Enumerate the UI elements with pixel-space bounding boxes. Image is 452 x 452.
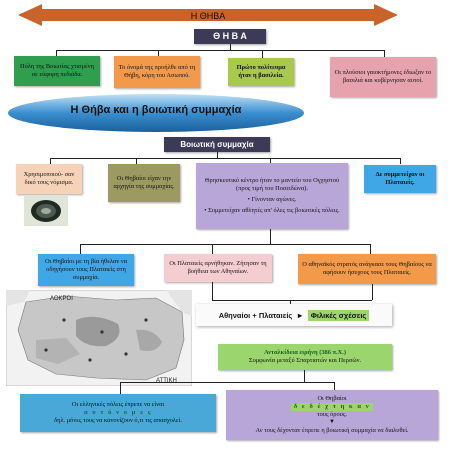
connector [290,300,291,304]
athletes-text: • Συμμετείχαν αθλητές απ' όλες τις βοιωτ… [204,207,340,214]
thebes-title-box: Θ Η Β Α [194,29,266,44]
fertile-plain-text: Πόλη της Βοιωτίας χτισμένη σε εύφορη πεδ… [20,63,94,78]
banner-title: Η Θήβα και η βοιωτική συμμαχία [70,104,242,116]
connector [334,382,335,390]
connector [80,244,81,254]
connector [50,158,400,159]
alliance-title: Βοιωτική συμμαχία [180,139,254,149]
peace-subtitle: Συμφωνία μεταξύ Σπαρτιατών και Περσών. [248,357,362,364]
plataeans-absent-text: Δε συμμετείχαν οι Πλαταιείς. [375,171,425,186]
leadership-box: Οι Θηβαίοι είχαν την αρχηγία της συμμαχί… [108,164,180,202]
connector [56,50,384,51]
connector [270,229,271,244]
connector [304,370,305,382]
connector [158,50,159,56]
name-origin-box: Το όνομά της προήλθε από τη Θήβη, κόρη τ… [114,56,200,88]
peace-box: Ανταλκίδεια ειρήνη (386 π.Χ.) Συμφωνία μ… [218,344,392,370]
connector [50,158,51,164]
connector [56,50,57,56]
connector [212,244,213,254]
first-regime-box: Πρώτο πολίτευμα ήταν η βασιλεία. [228,58,294,86]
connector [120,382,121,394]
thebans-refused-line1: Οι Θηβαίοι [317,395,347,403]
connector [120,382,334,383]
coin-box: Χρησιμοποιού- σαν δικό τους νόμισμα. [16,164,82,194]
peace-title: Ανταλκίδεια ειρήνη (386 π.Χ.) [264,349,346,356]
connector [384,50,385,57]
map-label-attica: ΑΤΤΙΚΗ [156,378,177,384]
athenian-army-text: Ο αθηναϊκός στρατός ανάγκασε τους Θηβαίο… [302,261,432,276]
thebans-refused-word: δ ε δ έ χ τ η κ α ν [290,403,374,412]
religious-center-box: Θρησκευτικό κέντρο ήταν το μαντείο του Ο… [196,163,348,229]
athenian-army-box: Ο αθηναϊκός στρατός ανάγκασε τους Θηβαίο… [298,254,436,284]
refused-box: Οι Πλαταιείς αρνήθηκαν. Ζήτησαν τη βοήθε… [164,254,272,282]
fertile-plain-box: Πόλη της Βοιωτίας χτισμένη σε εύφορη πεδ… [14,56,100,86]
connector [80,244,370,245]
relations-left: Αθηναίοι + Πλαταιείς [218,310,293,320]
top-arrow-label: Η ΘΗΒΑ [191,11,226,21]
first-regime-text: Πρώτο πολίτευμα ήταν η βασιλεία. [236,64,286,79]
thebes-title: Θ Η Β Α [213,30,247,41]
alliance-title-box: Βοιωτική συμμαχία [164,137,270,152]
coin-text: Χρησιμοποιού- σαν δικό τους νόμισμα. [23,171,75,186]
connector [217,152,218,158]
map-label-locroi: ΛΟΚΡΟΙ [50,296,73,302]
down-arrow-icon: ▼ [329,419,335,426]
landowners-text: Οι πλούσιοι γαιοκτήμονες έδιωξαν το βασι… [334,69,432,84]
landowners-box: Οι πλούσιοι γαιοκτήμονες έδιωξαν το βασι… [330,57,436,97]
autonomy-line2: δηλ. μόνες τους να κανονίζουν ό,τι τις α… [54,417,182,424]
connector [212,282,213,300]
thebans-refused-line3: Αν τους δέχονταν έπρεπε η βοιωτική συμμα… [255,426,409,434]
refused-text: Οι Πλαταιείς αρνήθηκαν. Ζήτησαν τη βοήθε… [169,260,267,275]
boeotia-map: ΛΟΚΡΟΙ ΑΤΤΙΚΗ [6,290,192,386]
games-text: • Γίνονταν αγώνες. [247,196,297,203]
coin-image [24,196,68,226]
connector [370,244,371,254]
section-banner [8,94,304,132]
autonomy-line1: Οι ελληνικές πόλεις έπρεπε να είναι [71,401,165,408]
autonomy-word: α υ τ ό ν ο μ ε ς [83,409,153,416]
religious-center-text: Θρησκευτικό κέντρο ήταν το μαντείο του Ο… [204,177,340,192]
autonomy-box: Οι ελληνικές πόλεις έπρεπε να είναι α υ … [20,394,216,432]
violence-box: Οι Θηβαίοι με τη βία ήθελαν να οδηγήσουν… [38,254,134,286]
connector [400,158,401,164]
top-double-arrow: Η ΘΗΒΑ [18,4,398,26]
violence-text: Οι Θηβαίοι με τη βία ήθελαν να οδηγήσουν… [44,258,128,281]
name-origin-text: Το όνομά της προήλθε από τη Θήβη, κόρη τ… [118,64,196,79]
relations-right: Φιλικές σχέσεις [307,309,370,321]
connector [372,284,373,300]
plataeans-absent-box: Δε συμμετείχαν οι Πλαταιείς. [364,165,436,193]
leadership-text: Οι Θηβαίοι είχαν την αρχηγία της συμμαχί… [113,175,175,190]
thebans-refused-line2: τους όρους. [317,411,347,419]
relations-row: Αθηναίοι + Πλαταιείς ► Φιλικές σχέσεις [196,304,392,326]
connector [136,158,137,164]
thebans-refused-box: Οι Θηβαίοι δ ε δ έ χ τ η κ α ν τους όρου… [226,390,438,440]
connector [270,158,271,164]
connector [230,44,231,50]
connector [212,300,372,301]
connector [262,50,263,58]
arrow-right-icon: ► [296,310,304,320]
